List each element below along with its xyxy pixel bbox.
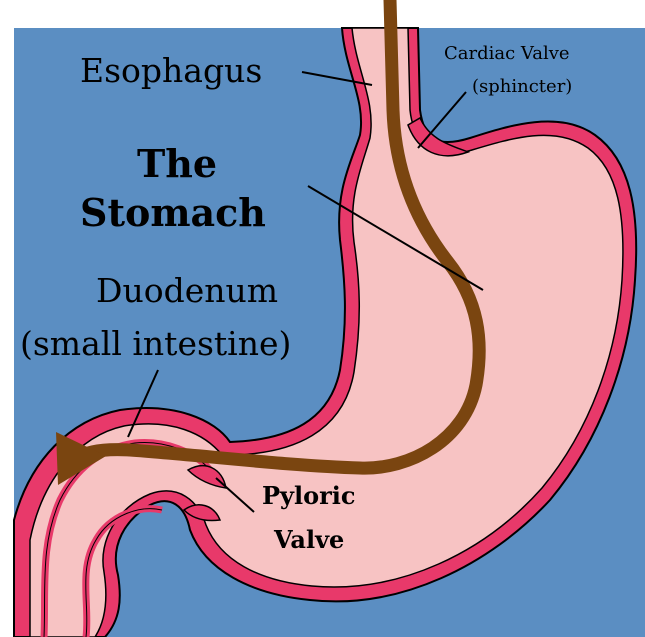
label-stomach-line1: The (137, 141, 217, 186)
label-duodenum-line1: Duodenum (96, 271, 278, 310)
label-stomach-line2: Stomach (80, 190, 266, 235)
label-cardiac-valve-line2: (sphincter) (472, 76, 572, 97)
label-pyloric-valve-line2: Valve (273, 525, 344, 554)
label-esophagus: Esophagus (80, 51, 262, 90)
label-cardiac-valve-line1: Cardiac Valve (444, 43, 570, 64)
label-pyloric-valve-line1: Pyloric (262, 481, 356, 510)
label-duodenum-line2: (small intestine) (20, 324, 291, 363)
